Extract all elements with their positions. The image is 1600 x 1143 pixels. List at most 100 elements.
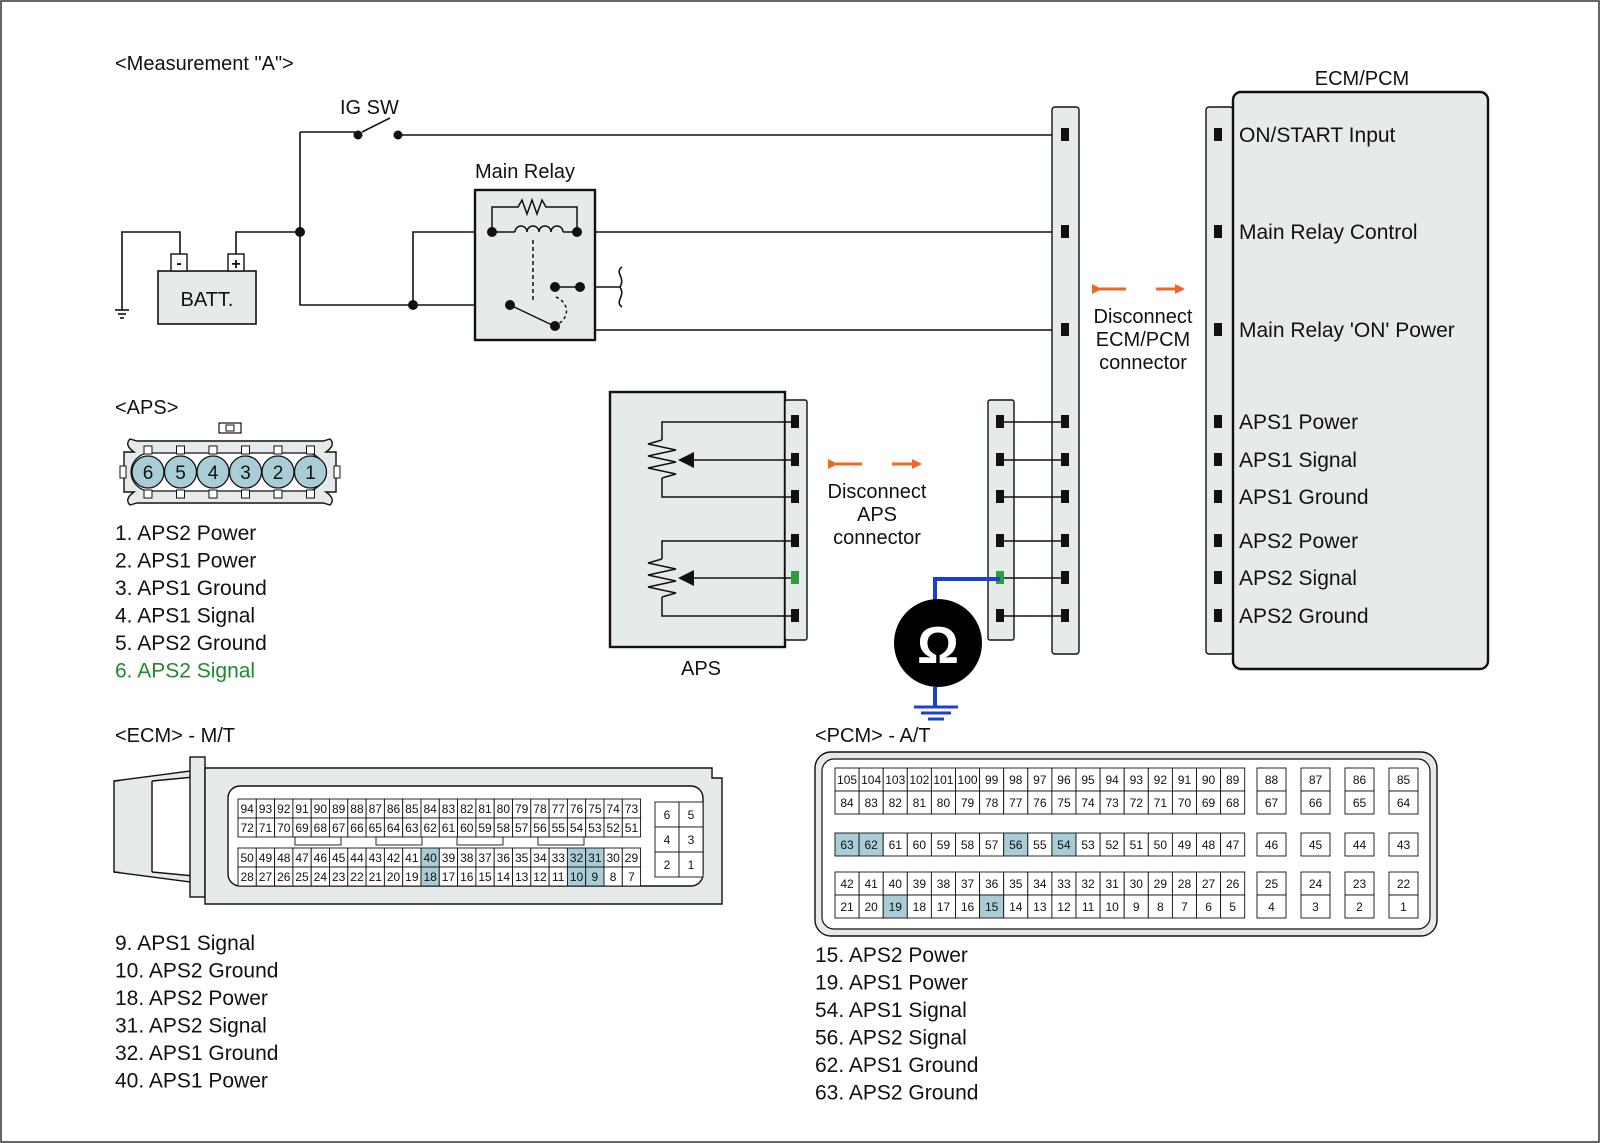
pin-number: 40 <box>423 851 437 865</box>
ecm-harness-connector <box>1051 106 1080 655</box>
pin-number: 16 <box>961 900 975 914</box>
pin-number: 41 <box>864 877 878 891</box>
pin-number: 68 <box>1226 796 1240 810</box>
pin-number: 99 <box>985 773 999 787</box>
aps-pin-number: 4 <box>208 463 219 484</box>
pin-number: 72 <box>1130 796 1144 810</box>
pin-number: 18 <box>423 870 437 884</box>
pin-number: 49 <box>1178 838 1192 852</box>
pin-cell <box>1220 894 1246 919</box>
pin-number: 75 <box>1057 796 1071 810</box>
ecm-terminal <box>1214 415 1222 428</box>
pin-cell <box>678 826 704 853</box>
pin-number: 57 <box>985 838 999 852</box>
aps-pin-key <box>176 489 185 499</box>
pin-number: 54 <box>570 821 584 835</box>
pin-cell <box>1220 790 1246 815</box>
harness-terminal <box>1061 128 1069 141</box>
pin-number: 32 <box>570 851 584 865</box>
pin-number: 18 <box>913 900 927 914</box>
battery-positive-label: + <box>231 256 240 273</box>
ecm-pin-label: APS2 Power <box>1239 530 1358 553</box>
pin-cell <box>621 817 642 838</box>
pin-number: 59 <box>478 821 492 835</box>
pin-number: 12 <box>533 870 547 884</box>
pin-number: 26 <box>1226 877 1240 891</box>
pin-number: 6 <box>1205 900 1212 914</box>
pin-cell <box>621 866 642 887</box>
pin-number: 50 <box>240 851 254 865</box>
legend-item: 40. APS1 Power <box>115 1070 268 1093</box>
pin-number: 3 <box>688 833 695 847</box>
pin-number: 86 <box>387 802 401 816</box>
pin-number: 6 <box>664 808 671 822</box>
pin-number: 61 <box>442 821 456 835</box>
pin-number: 70 <box>1178 796 1192 810</box>
pin-number: 47 <box>1226 838 1240 852</box>
pin-number: 56 <box>533 821 547 835</box>
pin-number: 79 <box>515 802 529 816</box>
legend-item: 3. APS1 Ground <box>115 577 267 600</box>
pin-number: 34 <box>533 851 547 865</box>
pin-number: 39 <box>442 851 456 865</box>
pin-number: 71 <box>1154 796 1168 810</box>
pin-number: 30 <box>1130 877 1144 891</box>
pin-number: 93 <box>1130 773 1144 787</box>
pin-number: 84 <box>840 796 854 810</box>
pin-number: 82 <box>889 796 903 810</box>
pin-number: 2 <box>1356 900 1363 914</box>
pin-number: 60 <box>460 821 474 835</box>
aps-harness-terminal <box>996 534 1004 547</box>
legend-item: 9. APS1 Signal <box>115 932 255 955</box>
ecm-terminal <box>1214 323 1222 336</box>
pin-number: 41 <box>405 851 419 865</box>
pin-number: 92 <box>1154 773 1168 787</box>
pin-number: 96 <box>1057 773 1071 787</box>
pin-number: 1 <box>1400 900 1407 914</box>
pin-number: 25 <box>1265 877 1279 891</box>
pin-number: 19 <box>405 870 419 884</box>
ecm-pcm-module <box>1231 90 1490 671</box>
pin-cell <box>1300 790 1331 815</box>
pin-number: 66 <box>1309 796 1323 810</box>
disconnect-ecm-line-3: connector <box>1099 352 1187 374</box>
pin-number: 85 <box>405 802 419 816</box>
pin-number: 44 <box>1353 838 1367 852</box>
pin-number: 7 <box>1181 900 1188 914</box>
pin-number: 48 <box>1202 838 1216 852</box>
ig-sw-label: IG SW <box>340 97 399 119</box>
pin-number: 92 <box>277 802 291 816</box>
pin-number: 65 <box>1353 796 1367 810</box>
pin-number: 5 <box>688 808 695 822</box>
pin-number: 94 <box>1105 773 1119 787</box>
pin-number: 13 <box>515 870 529 884</box>
aps-harness-terminal <box>996 490 1004 503</box>
aps-harness-terminal <box>996 609 1004 622</box>
pin-number: 43 <box>1397 838 1411 852</box>
pin-cell <box>1388 894 1419 919</box>
pin-number: 79 <box>961 796 975 810</box>
pin-number: 100 <box>958 773 978 787</box>
pin-number: 90 <box>314 802 328 816</box>
aps-pin <box>293 455 328 489</box>
pin-number: 86 <box>1353 773 1367 787</box>
pin-number: 24 <box>314 870 328 884</box>
pin-number: 31 <box>1105 877 1119 891</box>
pin-cell <box>1220 832 1246 857</box>
pin-cell <box>678 801 704 828</box>
legend-item: 15. APS2 Power <box>815 944 968 967</box>
pin-number: 39 <box>913 877 927 891</box>
pin-number: 70 <box>277 821 291 835</box>
pin-number: 12 <box>1057 900 1071 914</box>
pin-number: 62 <box>864 838 878 852</box>
pin-number: 20 <box>864 900 878 914</box>
key-pad <box>537 836 585 846</box>
battery-label: BATT. <box>181 289 234 311</box>
pin-number: 2 <box>664 858 671 872</box>
pin-cell <box>1388 790 1419 815</box>
pin-number: 83 <box>864 796 878 810</box>
ecm-pin-label: APS2 Signal <box>1239 567 1357 590</box>
pin-number: 58 <box>961 838 975 852</box>
pin-number: 30 <box>606 851 620 865</box>
pin-number: 83 <box>442 802 456 816</box>
